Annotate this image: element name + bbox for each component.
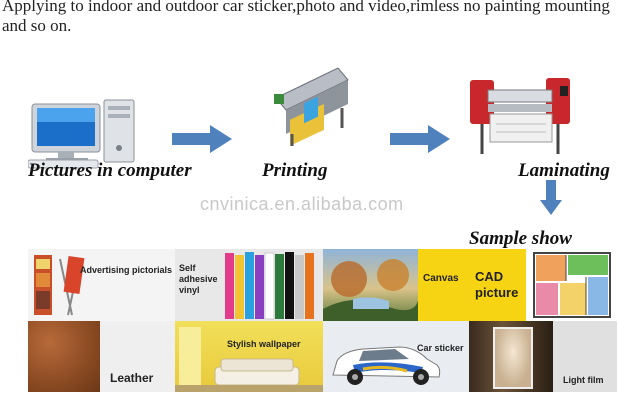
- printer-image: [274, 67, 349, 146]
- light-box-image: [469, 321, 553, 392]
- laminator-image: [470, 78, 570, 154]
- sample-car: Car sticker: [323, 321, 469, 392]
- roll-up-banner-image: [34, 255, 85, 316]
- arrow-right-icon: [390, 125, 450, 153]
- sample-light-film: Light film: [469, 321, 617, 392]
- intro-text: Applying to indoor and outdoor car stick…: [2, 0, 610, 35]
- label-advertising: Advertising pictorials: [80, 265, 173, 275]
- label-canvas: Canvas: [423, 273, 459, 284]
- sample-advertising: Advertising pictorials: [28, 249, 175, 321]
- arrow-right-icon: [172, 125, 232, 153]
- vinyl-rolls-image: [225, 252, 314, 320]
- car-image: [332, 346, 441, 385]
- sample-cad: CAD picture: [469, 249, 526, 321]
- step-label-printing: Printing: [262, 160, 328, 181]
- sample-canvas: Canvas: [418, 249, 469, 321]
- label-leather: Leather: [110, 371, 154, 385]
- label-light-film: Light film: [563, 375, 604, 385]
- label-cad: CAD picture: [475, 269, 519, 300]
- computer-image: [28, 99, 135, 169]
- label-vinyl: Self adhesive vinyl: [179, 263, 218, 295]
- label-car-sticker: Car sticker: [417, 343, 464, 353]
- label-wallpaper: Stylish wallpaper: [227, 339, 301, 349]
- step-label-computer: Pictures in computer: [28, 160, 192, 181]
- step-label-sample-show: Sample show: [469, 228, 572, 249]
- arrow-down-icon: [540, 180, 562, 215]
- leather-texture-image: [28, 321, 100, 392]
- step-label-laminating: Laminating: [518, 160, 610, 181]
- landscape-painting-image: [323, 259, 418, 321]
- floor-plan-image: [533, 252, 611, 318]
- sample-canvas-painting: [323, 249, 418, 321]
- sofa-room-image: [175, 327, 323, 392]
- sample-wallpaper: Stylish wallpaper: [175, 321, 323, 392]
- floor-plan: [526, 249, 617, 321]
- watermark: cnvinica.en.alibaba.com: [200, 194, 404, 214]
- sample-leather: Leather: [28, 321, 175, 392]
- sample-vinyl: Self adhesive vinyl: [175, 249, 323, 321]
